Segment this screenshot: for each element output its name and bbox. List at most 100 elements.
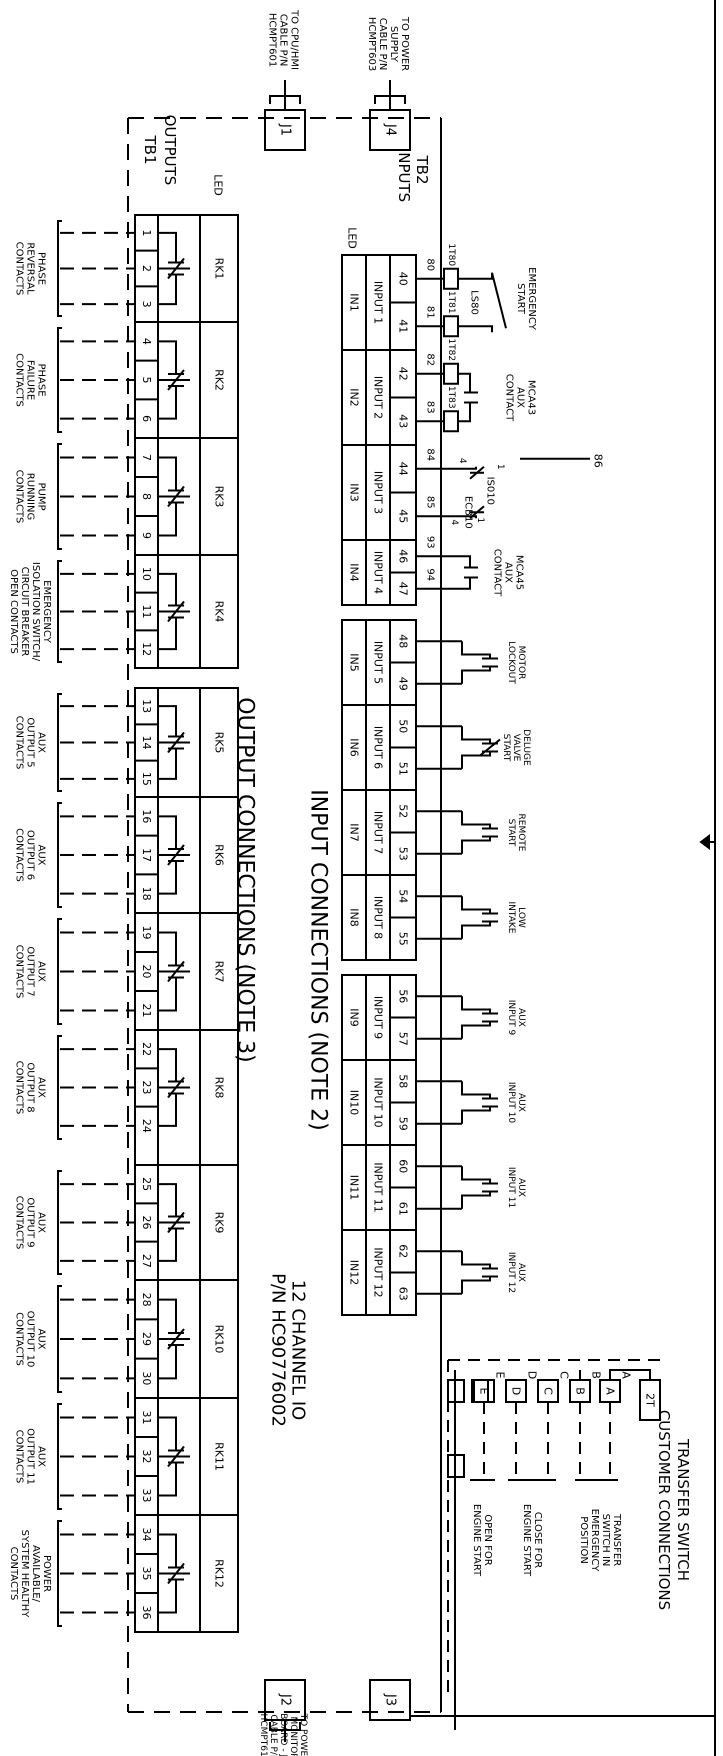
cable-note: CABLE P/N — [278, 14, 289, 67]
terminal-tag: 1T81 — [446, 291, 456, 314]
input-name: INPUT 11 — [372, 1162, 385, 1212]
terminal-tag: 1 — [495, 464, 505, 470]
cable-brace — [269, 1722, 301, 1731]
output-description: PHASE — [36, 252, 47, 285]
cable-note: TO CPU/HMI — [289, 9, 300, 70]
tb1-title: OUTPUTS — [161, 115, 179, 186]
input-connections-title: INPUT CONNECTIONS (NOTE 2) — [306, 789, 331, 1131]
transfer-switch-heading: TRANSFER SWITCH — [674, 1438, 692, 1581]
transfer-group-label: CLOSE FOR — [532, 1512, 543, 1569]
output-pin-number: 10 — [140, 567, 153, 581]
contact-wire — [158, 386, 177, 420]
output-brace — [57, 220, 62, 317]
field-device-label: AUX — [516, 1008, 526, 1027]
contact-wire — [158, 705, 177, 737]
transfer-terminal-tag: D — [526, 1371, 539, 1379]
output-pin-number: 14 — [140, 736, 153, 750]
input-name: INPUT 8 — [372, 896, 385, 939]
connector-label: J4 — [383, 123, 398, 136]
contact-wire — [158, 977, 177, 1012]
output-description: OUTPUT 9 — [25, 1197, 36, 1247]
relay-86-label: 86 — [592, 454, 605, 468]
output-brace — [57, 1170, 62, 1275]
contact-wire — [440, 466, 477, 470]
output-brace — [57, 1035, 62, 1140]
tb1-subtitle: TB1 — [141, 135, 159, 165]
terminal-number: 85 — [425, 496, 436, 509]
contact-name: CONTACT — [504, 374, 515, 422]
input-led-label: IN7 — [348, 823, 361, 841]
contact-slash — [469, 465, 485, 480]
contact-wire — [158, 1462, 177, 1497]
output-description: AUX — [36, 732, 47, 753]
input-name: INPUT 4 — [372, 551, 385, 594]
output-description: AUX — [36, 1077, 47, 1098]
tb1-block — [134, 214, 239, 669]
field-device-label: MOTOR — [516, 646, 526, 680]
transfer-terminal-label: B — [574, 1387, 587, 1395]
transfer-group-label: TRANSFER — [611, 1513, 622, 1566]
relay-name: RK3 — [213, 486, 226, 508]
field-wire — [461, 836, 491, 854]
field-device-label: INTAKE — [506, 902, 516, 934]
output-pin-number: 31 — [140, 1411, 153, 1425]
input-led-label: IN6 — [348, 738, 361, 756]
connector-label: J1 — [278, 123, 293, 136]
contact-wire — [158, 1048, 177, 1082]
field-device-label: LOCKOUT — [506, 641, 516, 684]
output-description: CONTACTS — [14, 1196, 25, 1250]
switch-name: START — [515, 283, 526, 315]
input-led-label: IN5 — [348, 653, 361, 671]
input-pin-number: 59 — [397, 1117, 410, 1131]
output-pin-number: 35 — [140, 1567, 153, 1581]
terminal-tag: 1T83 — [446, 386, 456, 409]
output-description: AVAILABLE/ — [30, 1545, 41, 1603]
led-heading: LED — [346, 227, 359, 249]
input-pin-number: 44 — [397, 462, 410, 476]
cable-brace — [374, 95, 406, 104]
module-label: 2T — [644, 1393, 657, 1407]
input-pin-number: 49 — [397, 677, 410, 691]
cable-note: HCMPT601 — [267, 13, 278, 67]
switch-blade — [491, 272, 507, 329]
contact-name: MCA45 — [514, 555, 525, 590]
output-pin-number: 24 — [140, 1119, 153, 1133]
relay-name: RK1 — [213, 258, 226, 280]
transfer-wire — [609, 1369, 651, 1380]
output-connections-title: OUTPUT CONNECTIONS (NOTE 3) — [233, 697, 258, 1062]
field-device-label: VALVE — [511, 734, 521, 762]
field-wire — [461, 996, 491, 1014]
switch-wire — [458, 325, 493, 333]
output-pin-number: 15 — [140, 772, 153, 786]
terminal-tag: 4 — [457, 458, 467, 464]
output-pin-number: 34 — [140, 1528, 153, 1542]
transfer-terminal-tag: B — [590, 1371, 603, 1379]
input-led-label: IN11 — [348, 1175, 361, 1200]
relay-name: RK4 — [213, 601, 226, 623]
output-description: CONTACTS — [14, 1061, 25, 1115]
field-wire — [461, 1166, 491, 1184]
contact-wire — [158, 1345, 177, 1380]
cable-brace — [269, 95, 301, 104]
transfer-terminal-tag: E — [494, 1372, 507, 1379]
switch-wire — [458, 272, 493, 280]
cable-note: HCMPT611 — [258, 1714, 268, 1756]
output-pin-number: 11 — [140, 605, 153, 619]
contact-wire — [440, 515, 477, 519]
cable-note: CABLE P/N — [377, 18, 388, 71]
contact-wire — [158, 1228, 177, 1262]
contact-wire — [158, 748, 177, 780]
terminal-tag: 1 — [475, 517, 485, 523]
field-device-label: START — [501, 734, 511, 762]
input-pin-number: 55 — [397, 932, 410, 946]
terminal-number: 82 — [425, 353, 436, 366]
output-description: CONTACTS — [14, 945, 25, 999]
contact-wire — [158, 274, 177, 306]
contact-wire — [158, 931, 177, 966]
contact-wire — [158, 340, 177, 374]
output-pin-number: 21 — [140, 1004, 153, 1018]
input-pin-number: 52 — [397, 804, 410, 818]
transfer-group-label: EMERGENCY — [589, 1509, 600, 1573]
contact-slash — [469, 505, 485, 520]
